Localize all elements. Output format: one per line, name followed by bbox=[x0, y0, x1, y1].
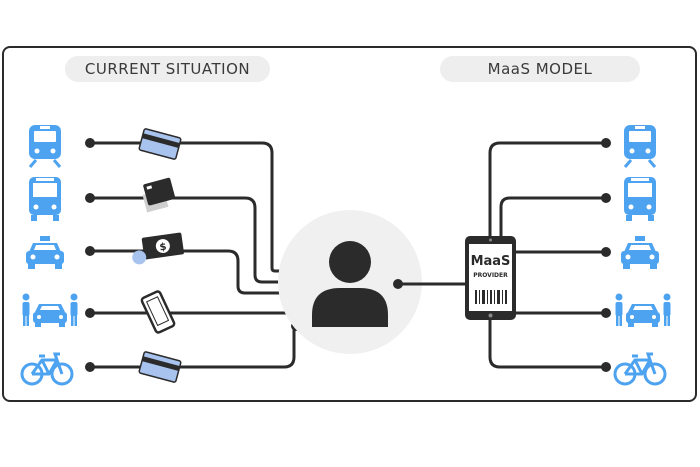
train-icon bbox=[27, 123, 63, 169]
train-icon bbox=[622, 123, 658, 169]
current-situation-header: CURRENT SITUATION bbox=[65, 56, 270, 82]
barcode-icon bbox=[475, 290, 507, 304]
user-icon bbox=[312, 241, 388, 327]
bus-icon bbox=[29, 177, 61, 221]
left-endpoints bbox=[85, 138, 301, 372]
cash-icon: $ bbox=[132, 232, 184, 265]
user-link-endpoint bbox=[393, 279, 403, 289]
maas-provider-phone: MaaS PROVIDER bbox=[465, 236, 516, 320]
bike-icon bbox=[613, 352, 667, 386]
smartphone-icon bbox=[140, 290, 176, 334]
taxi-icon bbox=[26, 236, 64, 269]
bus-icon bbox=[624, 177, 656, 221]
bike-icon bbox=[20, 352, 74, 386]
ticket-icon bbox=[142, 177, 176, 213]
maas-label: MaaS bbox=[471, 254, 511, 269]
card-icon bbox=[138, 350, 182, 384]
card-icon bbox=[138, 127, 182, 161]
taxi-icon bbox=[621, 236, 659, 269]
carsharing-icon bbox=[22, 293, 78, 327]
right-endpoints bbox=[601, 138, 611, 372]
right-connectors bbox=[488, 141, 606, 369]
carsharing-icon bbox=[615, 293, 671, 327]
maas-model-header: MaaS MODEL bbox=[440, 56, 640, 82]
left-connectors bbox=[90, 141, 296, 369]
svg-text:$: $ bbox=[159, 242, 167, 254]
provider-label: PROVIDER bbox=[473, 272, 508, 279]
